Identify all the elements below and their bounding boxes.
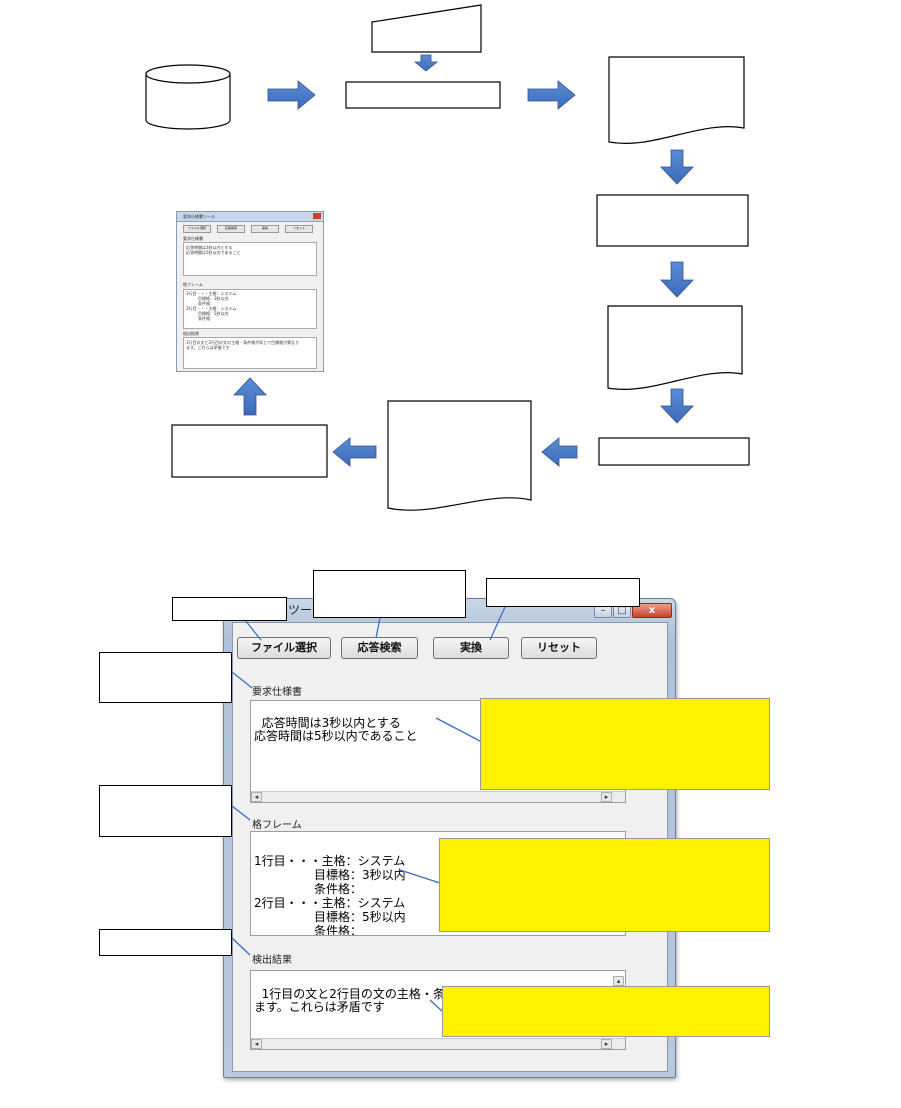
thumbnail-case-line-5: 目標格：5秒以内 xyxy=(186,311,229,316)
thumbnail-detection-label: 検出結果 xyxy=(183,331,199,336)
scroll-right-icon[interactable]: ▸ xyxy=(601,792,612,802)
thumbnail-button-2: 応答検索 xyxy=(217,225,245,233)
connector-response-search xyxy=(375,617,381,639)
requirements-hscroll[interactable] xyxy=(251,791,625,802)
arrow-left-2 xyxy=(332,437,377,467)
connector-yellow-1 xyxy=(435,717,481,742)
reset-button[interactable]: リセット xyxy=(521,637,597,659)
thumbnail-button-4: リセット xyxy=(285,225,313,233)
arrow-down-3 xyxy=(660,388,694,424)
scroll-right-icon-2[interactable]: ▸ xyxy=(601,1039,612,1049)
requirements-text: 応答時間は3秒以内とする 応答時間は5秒以内であること xyxy=(254,716,418,743)
thumbnail-case-frame-label: 格フレーム xyxy=(183,282,203,287)
case-frame-label: 格フレーム xyxy=(252,820,302,831)
file-select-button[interactable]: ファイル選択 xyxy=(237,637,331,659)
document-shape-2 xyxy=(607,305,743,390)
response-search-button[interactable]: 応答検索 xyxy=(341,637,418,659)
process-box-left xyxy=(171,424,328,478)
thumbnail-det-line-2: ます。これらは矛盾です xyxy=(186,345,230,350)
arrow-down-small xyxy=(413,54,439,72)
yellow-callout-requirements xyxy=(480,698,770,790)
connector-case-frame xyxy=(231,805,251,821)
process-box-right-2 xyxy=(598,437,750,466)
detection-hscroll[interactable] xyxy=(251,1038,625,1049)
thumbnail-case-line-2: 目標格：3秒以内 xyxy=(186,296,229,301)
thumbnail-button-3: 実換 xyxy=(251,225,279,233)
close-button[interactable]: x xyxy=(632,603,672,618)
thumbnail-req-line-1: 応答時間は3秒以内とする xyxy=(186,245,233,250)
callout-case-frame xyxy=(99,785,232,837)
requirements-label: 要求仕様書 xyxy=(252,687,302,698)
thumbnail-titlebar xyxy=(177,212,323,222)
thumbnail-case-frame-box: 1行目・・・主格：システム 目標格：3秒以内 条件格： 2行目・・・主格：システ… xyxy=(183,289,317,329)
scroll-left-icon-2[interactable]: ◂ xyxy=(251,1039,262,1049)
connector-file-select xyxy=(244,619,262,641)
process-box-center xyxy=(345,81,501,109)
callout-replace xyxy=(486,578,640,607)
manual-input-box xyxy=(371,4,482,53)
document-shape-1 xyxy=(608,56,745,144)
thumbnail-requirements-label: 要求仕様書 xyxy=(183,236,203,241)
thumbnail-detection-box: 1行目の文と2行目の文の主格・条件格が同じで目標格が異なり ます。これらは矛盾で… xyxy=(183,337,317,369)
thumbnail-case-line-6: 条件格： xyxy=(186,316,214,321)
scroll-left-icon[interactable]: ◂ xyxy=(251,792,262,802)
yellow-callout-detection xyxy=(442,986,770,1037)
database-cylinder xyxy=(145,64,231,130)
scroll-up-icon[interactable]: ▴ xyxy=(613,976,624,986)
detection-label: 検出結果 xyxy=(252,955,292,966)
callout-response-search xyxy=(313,570,466,618)
arrow-down-1 xyxy=(660,149,694,185)
connector-yellow-2 xyxy=(399,869,441,884)
thumbnail-req-line-2: 応答時間は5秒以内であること xyxy=(186,250,241,255)
arrow-right-1 xyxy=(267,80,316,110)
flowchart xyxy=(145,4,750,511)
thumbnail-case-line-4: 2行目・・・主格：システム xyxy=(186,306,237,311)
connector-replace xyxy=(489,606,506,641)
document-shape-3 xyxy=(387,400,532,511)
connector-detection xyxy=(231,937,251,956)
callout-detection xyxy=(99,929,232,956)
tool-screenshot-thumbnail: 要求仕様書ツール ファイル選択 応答検索 実換 リセット 要求仕様書 応答時間は… xyxy=(176,211,324,372)
process-box-right-1 xyxy=(596,194,749,247)
thumbnail-det-line-1: 1行目の文と2行目の文の主格・条件格が同じで目標格が異なり xyxy=(186,340,300,345)
thumbnail-requirements-box: 応答時間は3秒以内とする 応答時間は5秒以内であること xyxy=(183,242,317,276)
arrow-right-2 xyxy=(527,80,576,110)
thumbnail-case-line-3: 条件格： xyxy=(186,301,214,306)
thumbnail-button-1: ファイル選択 xyxy=(183,225,211,233)
callout-file-select xyxy=(172,597,287,621)
connector-requirements xyxy=(231,671,253,689)
thumbnail-case-line-1: 1行目・・・主格：システム xyxy=(186,291,237,296)
arrow-left-1 xyxy=(541,437,578,467)
arrow-down-2 xyxy=(660,261,694,298)
thumbnail-title: 要求仕様書ツール xyxy=(183,214,215,219)
callout-requirements xyxy=(99,652,232,703)
replace-button[interactable]: 実換 xyxy=(433,637,509,659)
thumbnail-close-icon xyxy=(313,213,321,219)
arrow-up-1 xyxy=(233,377,267,416)
yellow-callout-case-frame xyxy=(439,838,770,932)
connector-yellow-3 xyxy=(429,999,444,1013)
case-frame-text: 1行目・・・主格：システム 目標格：3秒以内 条件格： 2行目・・・主格：システ… xyxy=(254,854,406,936)
